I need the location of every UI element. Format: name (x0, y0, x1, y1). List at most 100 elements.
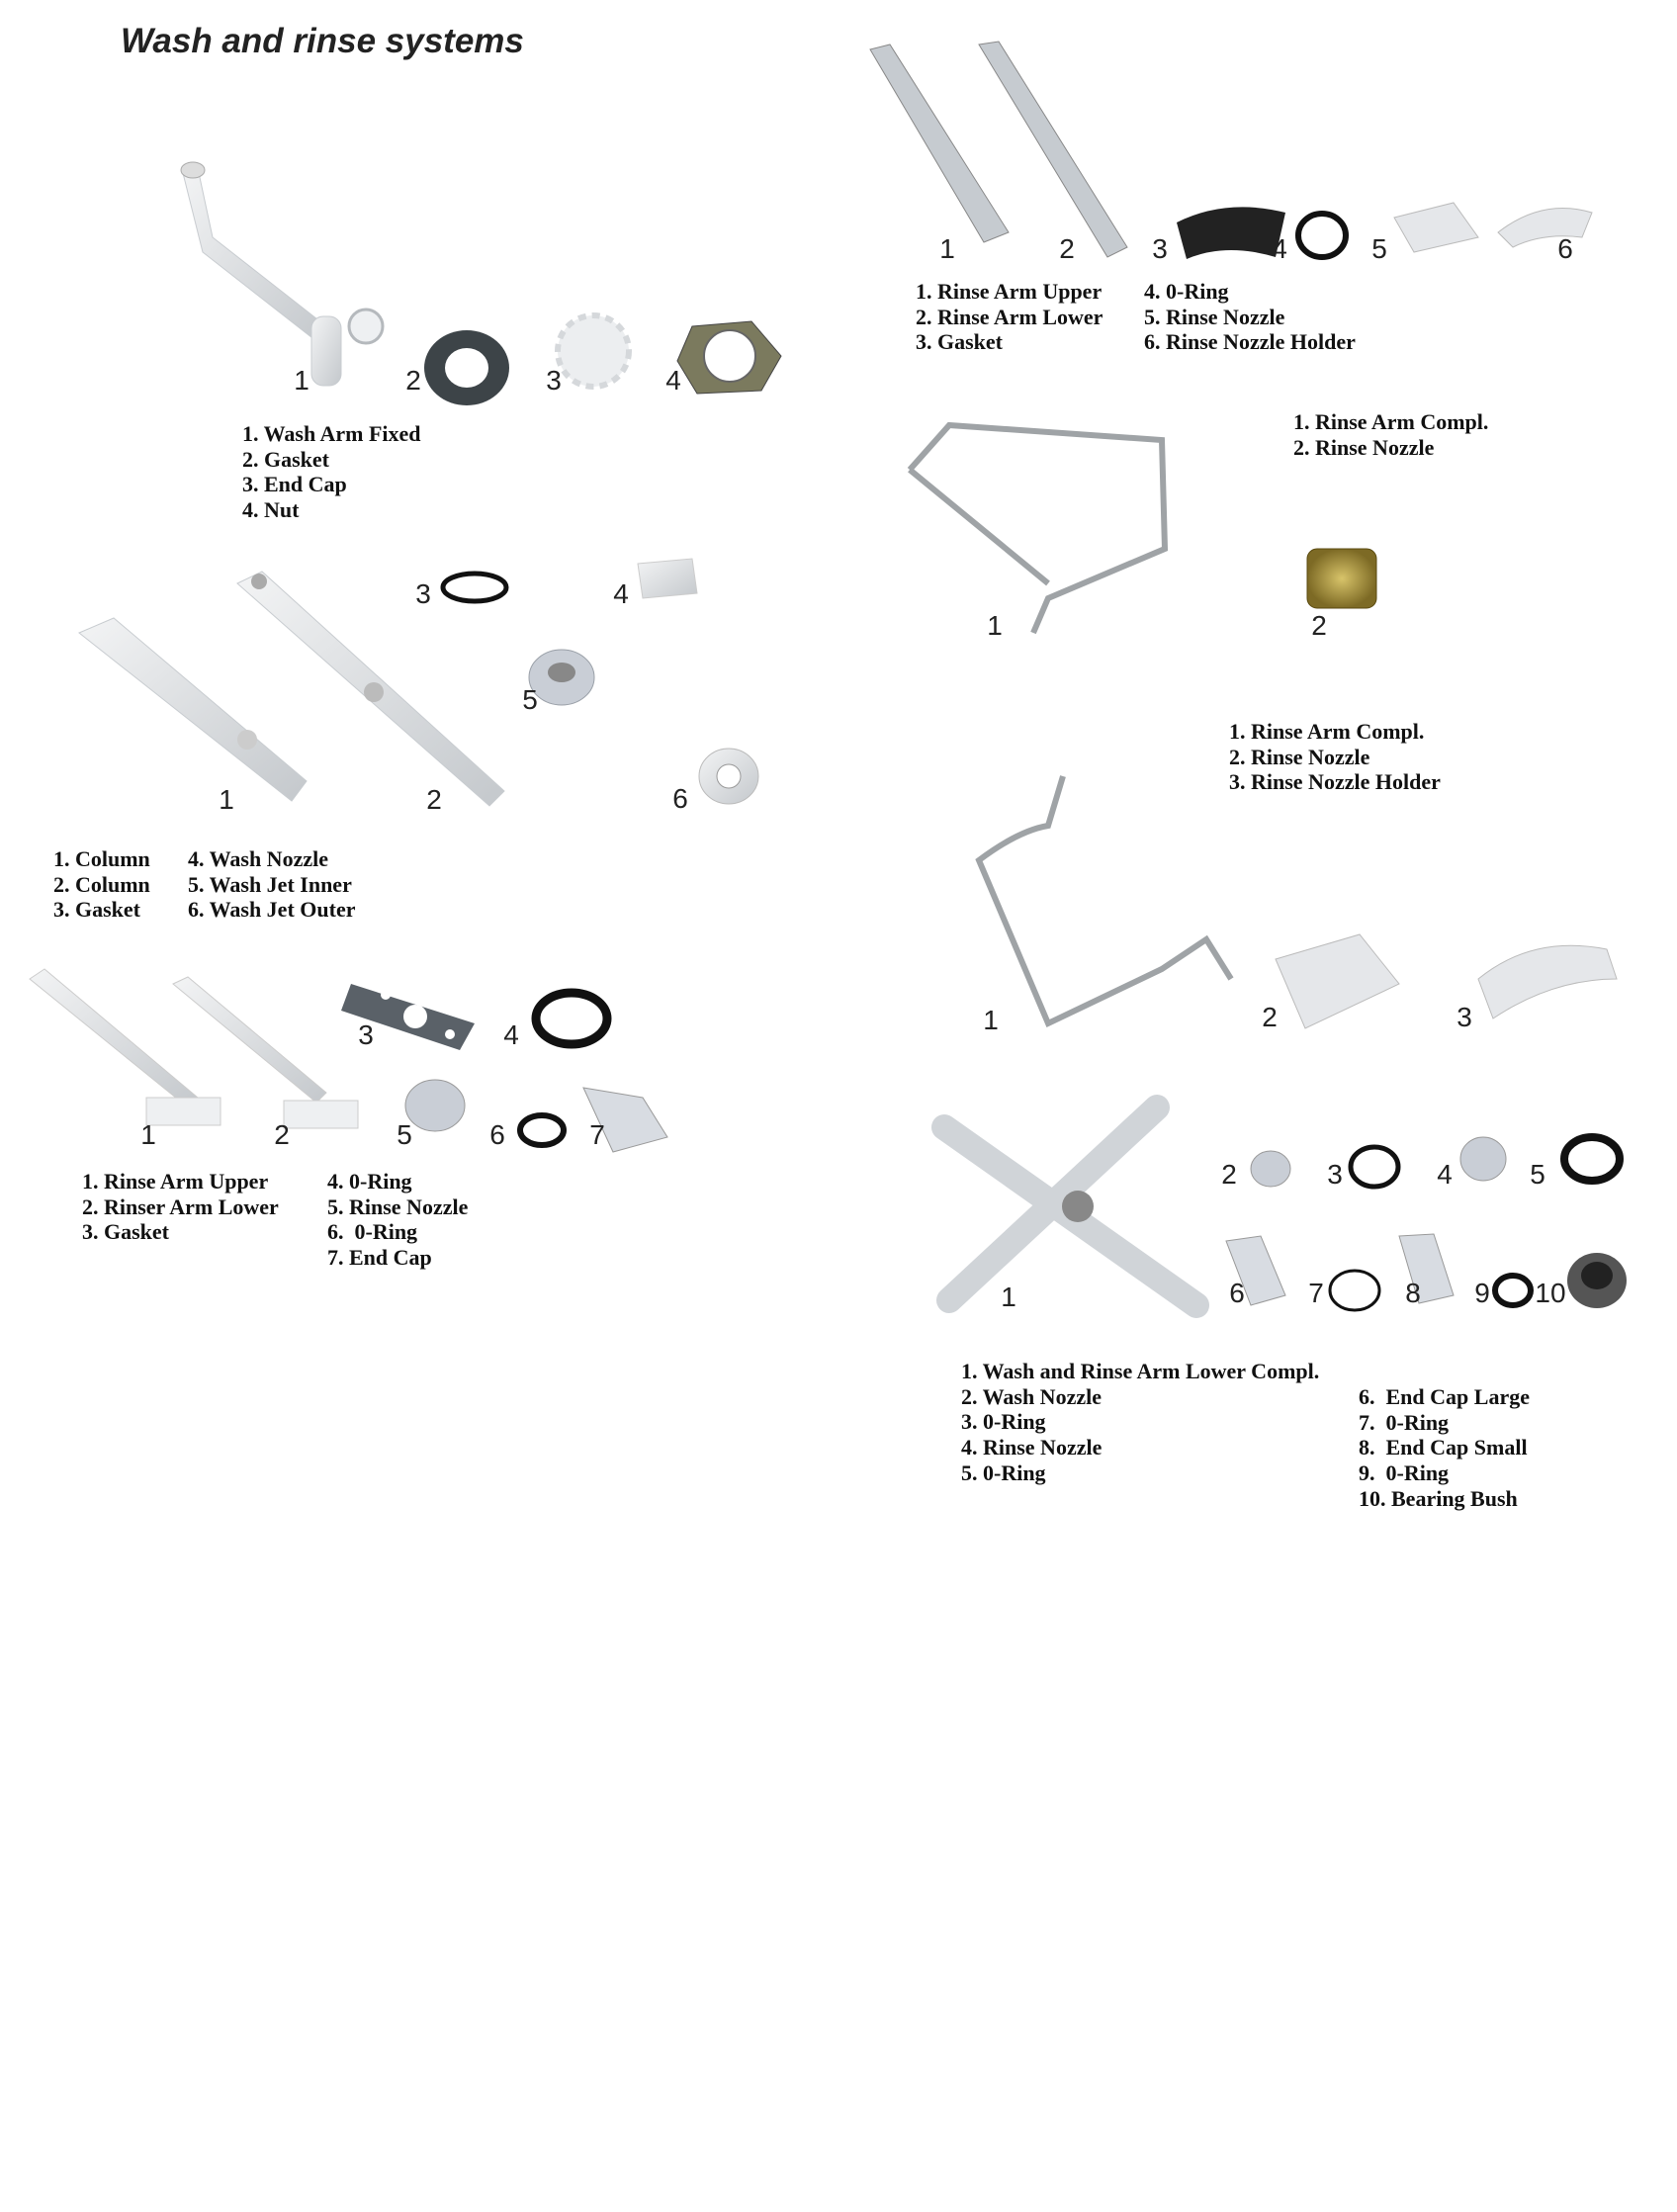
nut-image (676, 320, 782, 395)
bearing-bush-image (1567, 1253, 1627, 1308)
part-number-label: 7 (1308, 1278, 1324, 1308)
gasket-image (424, 330, 509, 405)
legend-item: 3. Gasket (82, 1219, 169, 1245)
legend-item: 9. 0-Ring (1359, 1460, 1450, 1486)
part-number-label: 1 (983, 1005, 999, 1035)
rinser-arm-lower-image (172, 976, 359, 1129)
legend-item: 2. Gasket (242, 446, 329, 472)
part-number-label: 2 (274, 1119, 290, 1150)
column-2-image (236, 571, 505, 807)
part-number-label: 1 (1001, 1282, 1016, 1312)
part-number-label: 1 (939, 233, 955, 264)
wash-and-rinse-arm-image (931, 1095, 1209, 1318)
end-cap-image (582, 1087, 668, 1153)
legend-item: 6. 0-Ring (327, 1219, 418, 1245)
legend-item: 1. Rinse Arm Upper (916, 279, 1103, 304)
wash-nozzle-image (1250, 1150, 1291, 1188)
part-number-label: 3 (546, 365, 562, 396)
o-ring-image (1295, 211, 1349, 260)
legend-item: 1. Rinse Arm Compl. (1229, 719, 1425, 744)
column-1-image (78, 617, 308, 802)
part-number-label: 5 (1371, 233, 1387, 264)
rinse-arm-upper-image (869, 44, 1010, 243)
part-number-label: 7 (589, 1119, 605, 1150)
part-number-label: 6 (1557, 233, 1573, 264)
part-number-label: 10 (1535, 1278, 1566, 1308)
legend-item: 1. Wash and Rinse Arm Lower Compl. (961, 1359, 1320, 1383)
gasket-plate-image (341, 984, 475, 1050)
part-number-label: 2 (1221, 1159, 1237, 1190)
rinse-arm-upper-image (29, 968, 221, 1126)
part-number-label: 1 (219, 784, 234, 815)
gasket-ring-image (440, 571, 509, 604)
part-number-label: 3 (1327, 1159, 1343, 1190)
legend-item: 8. End Cap Small (1359, 1435, 1528, 1460)
part-number-label: 1 (140, 1119, 156, 1150)
part-number-label: 5 (397, 1119, 412, 1150)
part-number-label: 2 (1262, 1002, 1278, 1032)
part-number-label: 5 (522, 684, 538, 715)
rinse-nozzle-image (1275, 933, 1400, 1029)
page-title: Wash and rinse systems (121, 22, 524, 60)
legend-item: 1. Rinse Arm Compl. (1293, 409, 1489, 434)
rinse-nozzle-image (404, 1079, 466, 1132)
part-number-label: 3 (1456, 1002, 1472, 1032)
legend-item: 4. Nut (242, 497, 300, 523)
legend-item: 2. Rinse Arm Lower (916, 304, 1103, 329)
o-ring-image (531, 988, 612, 1049)
part-number-label: 8 (1405, 1278, 1421, 1308)
part-number-label: 4 (503, 1019, 519, 1050)
rinse-arm-compl-image (975, 775, 1234, 1028)
legend-item: 1. Column (53, 846, 150, 871)
legend-item: 3. 0-Ring (961, 1409, 1046, 1435)
legend-item: 2. Column (53, 871, 150, 897)
legend-item: 2. Rinse Nozzle (1229, 744, 1370, 769)
part-number-label: 3 (1152, 233, 1168, 264)
part-number-label: 4 (1272, 233, 1287, 264)
part-number-label: 6 (489, 1119, 505, 1150)
end-cap-small-image (1398, 1233, 1455, 1304)
part-number-label: 3 (415, 578, 431, 609)
part-number-label: 2 (1311, 610, 1327, 641)
legend-item: 2. Rinser Arm Lower (82, 1194, 279, 1219)
part-number-label: 9 (1474, 1278, 1490, 1308)
wash-nozzle-image (637, 558, 698, 599)
legend-item: 6. Rinse Nozzle Holder (1144, 329, 1356, 355)
part-number-label: 2 (1059, 233, 1075, 264)
part-number-label: 2 (405, 365, 421, 396)
legend-item: 1. Wash Arm Fixed (242, 421, 421, 446)
rinse-nozzle-image (1393, 202, 1479, 253)
legend-item: 7. 0-Ring (1359, 1409, 1450, 1435)
part-number-label: 4 (1437, 1159, 1453, 1190)
part-number-label: 6 (672, 783, 688, 814)
rinse-nozzle-holder-image (1497, 208, 1593, 248)
o-ring-image (1560, 1133, 1624, 1185)
legend-item: 1. Rinse Arm Upper (82, 1169, 269, 1194)
o-ring-image (1348, 1144, 1401, 1190)
rinse-nozzle-brass-image (1306, 548, 1377, 609)
legend-item: 4. Rinse Nozzle (961, 1435, 1103, 1460)
legend-item: 5. Wash Jet Inner (188, 871, 352, 897)
legend-item: 5. Rinse Nozzle (1144, 304, 1285, 329)
end-cap-large-image (1225, 1235, 1286, 1306)
legend-item: 5. 0-Ring (961, 1460, 1046, 1485)
legend-item: 3. Gasket (53, 897, 140, 923)
rinse-nozzle-image (1459, 1136, 1507, 1182)
wash-rinse-arm-lower-legend: 1. Wash and Rinse Arm Lower Compl.2. Was… (961, 1359, 1319, 1485)
legend-item: 6. End Cap Large (1359, 1384, 1530, 1409)
rinse-nozzle-holder-image (1477, 944, 1618, 1019)
legend-item: 7. End Cap (327, 1245, 432, 1271)
legend-item: 4. 0-Ring (327, 1169, 412, 1194)
legend-item: 6. Wash Jet Outer (188, 897, 356, 923)
legend-item: 2. Wash Nozzle (961, 1383, 1102, 1409)
o-ring-small-image (517, 1112, 567, 1148)
legend-item: 10. Bearing Bush (1359, 1485, 1518, 1511)
legend-item: 4. Wash Nozzle (188, 846, 328, 871)
